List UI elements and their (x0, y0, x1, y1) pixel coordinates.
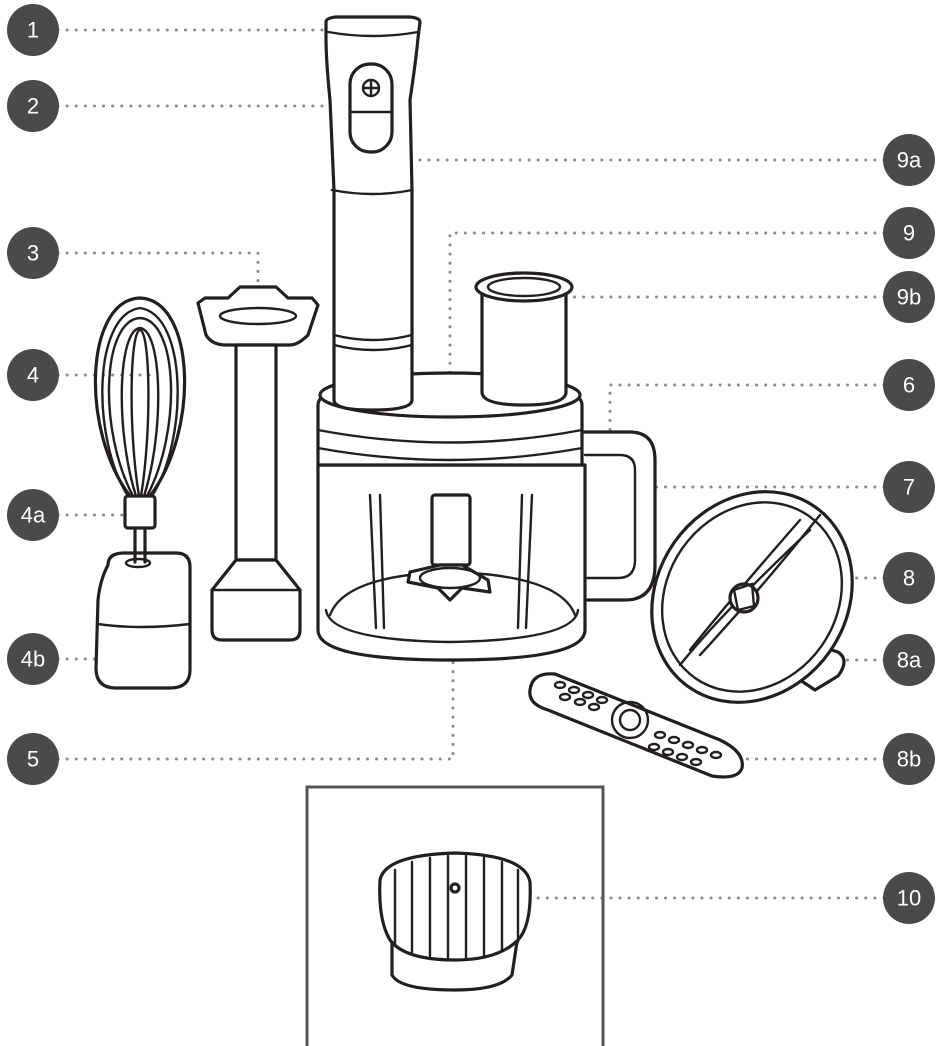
leader-9a (370, 160, 884, 385)
feed-tube (476, 273, 572, 405)
power-button (350, 64, 392, 152)
badge-6: 6 (883, 359, 935, 411)
svg-text:4b: 4b (21, 647, 45, 672)
svg-text:10: 10 (897, 886, 921, 911)
svg-text:1: 1 (27, 18, 39, 43)
badge-9: 9 (883, 207, 935, 259)
svg-text:8a: 8a (897, 648, 922, 673)
badge-4b: 4b (7, 633, 59, 685)
processor-bowl (318, 373, 655, 660)
badge-8b: 8b (883, 733, 935, 785)
badge-1: 1 (7, 4, 59, 56)
svg-text:8b: 8b (897, 747, 921, 772)
badge-9b: 9b (883, 271, 935, 323)
badge-4a: 4a (7, 489, 59, 541)
badge-5: 5 (7, 733, 59, 785)
svg-text:5: 5 (27, 747, 39, 772)
motor-unit (326, 17, 420, 410)
badge-3: 3 (7, 227, 59, 279)
svg-text:7: 7 (903, 475, 915, 500)
svg-text:4a: 4a (21, 503, 46, 528)
emulsifying-disc (380, 853, 531, 960)
badge-8: 8 (883, 552, 935, 604)
leader-6 (610, 385, 884, 430)
inset-box (307, 787, 603, 1046)
blade-shaft (432, 495, 470, 565)
svg-text:3: 3 (27, 241, 39, 266)
svg-text:6: 6 (903, 373, 915, 398)
svg-text:9: 9 (903, 221, 915, 246)
svg-text:4: 4 (27, 363, 39, 388)
blending-attachment (198, 287, 318, 640)
bowl-handle (580, 432, 655, 600)
badge-7: 7 (883, 461, 935, 513)
svg-text:9b: 9b (897, 285, 921, 310)
badge-2: 2 (7, 80, 59, 132)
svg-text:2: 2 (27, 94, 39, 119)
svg-text:9a: 9a (897, 148, 922, 173)
whisk-gearbox (96, 553, 190, 688)
whisk-collar (125, 496, 155, 528)
svg-text:8: 8 (903, 566, 915, 591)
badge-4: 4 (7, 349, 59, 401)
badge-8a: 8a (883, 634, 935, 686)
whisk (95, 298, 184, 562)
badge-9a: 9a (883, 134, 935, 186)
badge-10: 10 (883, 872, 935, 924)
